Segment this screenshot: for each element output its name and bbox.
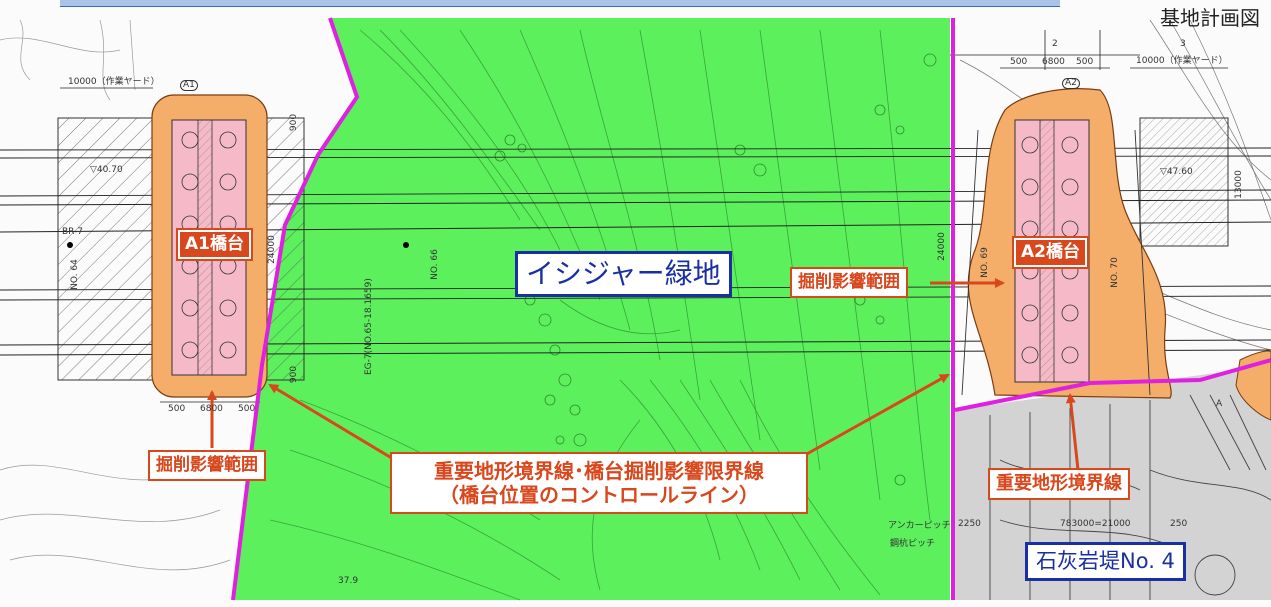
dim-2: 2 bbox=[1052, 39, 1058, 49]
a2-abutment-label: A2橋台 bbox=[1012, 236, 1089, 269]
bore-marker bbox=[403, 242, 409, 248]
dim-24000-b: 24000 bbox=[936, 232, 947, 261]
right-boundary-line bbox=[954, 358, 1271, 412]
excavation-range-right-label: 掘削影響範囲 bbox=[790, 267, 908, 298]
station-no64: NO. 64 bbox=[69, 259, 80, 290]
dim-6800-a: 6800 bbox=[200, 404, 223, 414]
a2-wing-line bbox=[961, 129, 979, 396]
dim-6800-b: 6800 bbox=[1042, 57, 1065, 67]
boundary-line-main-label: 重要地形境界線･橋台掘削影響限界線 bbox=[434, 459, 764, 483]
excavation-range-left-label: 掘削影響範囲 bbox=[148, 450, 266, 481]
pile-pitch-label: 鋼杭ピッチ bbox=[890, 539, 936, 549]
right-hatched-zone bbox=[1139, 117, 1229, 247]
dim-500-c: 500 bbox=[1010, 57, 1028, 67]
header-partial-title: 基地計画図 bbox=[1160, 6, 1260, 30]
section-mark-a: A bbox=[1216, 399, 1223, 409]
dim-500-d: 500 bbox=[1076, 57, 1094, 67]
dim-13000: 13000 bbox=[1233, 170, 1244, 199]
limestone-label: 石灰岩堤No. 4 bbox=[1025, 542, 1186, 581]
a2-tag: A2 bbox=[1062, 78, 1080, 89]
dim-2250: 2250 bbox=[958, 519, 981, 529]
left-boundary-line bbox=[231, 17, 360, 601]
elevation-right: ▽47.60 bbox=[1160, 167, 1193, 177]
green-area-label: イシジャー緑地 bbox=[515, 251, 732, 297]
dim-250: 250 bbox=[1170, 519, 1188, 529]
station-no70: NO. 70 bbox=[1109, 257, 1120, 288]
boundary-line-sub-label: （橋台位置のコントロールライン） bbox=[439, 483, 759, 507]
work-yard-right-label: 10000（作業ヤード） bbox=[1136, 56, 1228, 66]
bore-marker bbox=[67, 242, 73, 248]
station-no66: NO. 66 bbox=[429, 249, 440, 280]
work-yard-left-label: 10000（作業ヤード） bbox=[68, 77, 160, 87]
a1-tag: A1 bbox=[180, 80, 198, 91]
anchor-pitch-label: アンカーピッチ bbox=[888, 521, 951, 531]
dimension-lines bbox=[60, 30, 1228, 403]
eg-label: EG-7(NO.65-18.1659) bbox=[364, 278, 374, 375]
dim-900-b: 900 bbox=[289, 365, 300, 384]
station-no69: NO. 69 bbox=[979, 247, 990, 278]
callout-arrows bbox=[207, 278, 1080, 471]
bore-label: BR-7 bbox=[62, 227, 84, 237]
a2-piles bbox=[1021, 136, 1079, 364]
boundary-line-right-label: 重要地形境界線 bbox=[988, 468, 1130, 500]
elev-37: 37.9 bbox=[338, 576, 359, 586]
dim-500-b: 500 bbox=[238, 404, 256, 414]
elevation-left: ▽40.70 bbox=[90, 165, 123, 175]
a1-abutment-label: A1橋台 bbox=[176, 228, 253, 261]
dim-24000-a: 24000 bbox=[266, 235, 277, 264]
dim-900-a: 900 bbox=[289, 113, 300, 132]
a2-wing-line bbox=[1134, 129, 1151, 396]
left-contours bbox=[0, 19, 231, 571]
boundary-line-callout: 重要地形境界線･橋台掘削影響限界線 （橋台位置のコントロールライン） bbox=[390, 452, 808, 514]
dim-ctc: 783000=21000 bbox=[1060, 519, 1131, 529]
header-strip bbox=[60, 0, 1060, 7]
dim-3: 3 bbox=[1180, 39, 1186, 49]
dim-500-a: 500 bbox=[168, 404, 186, 414]
